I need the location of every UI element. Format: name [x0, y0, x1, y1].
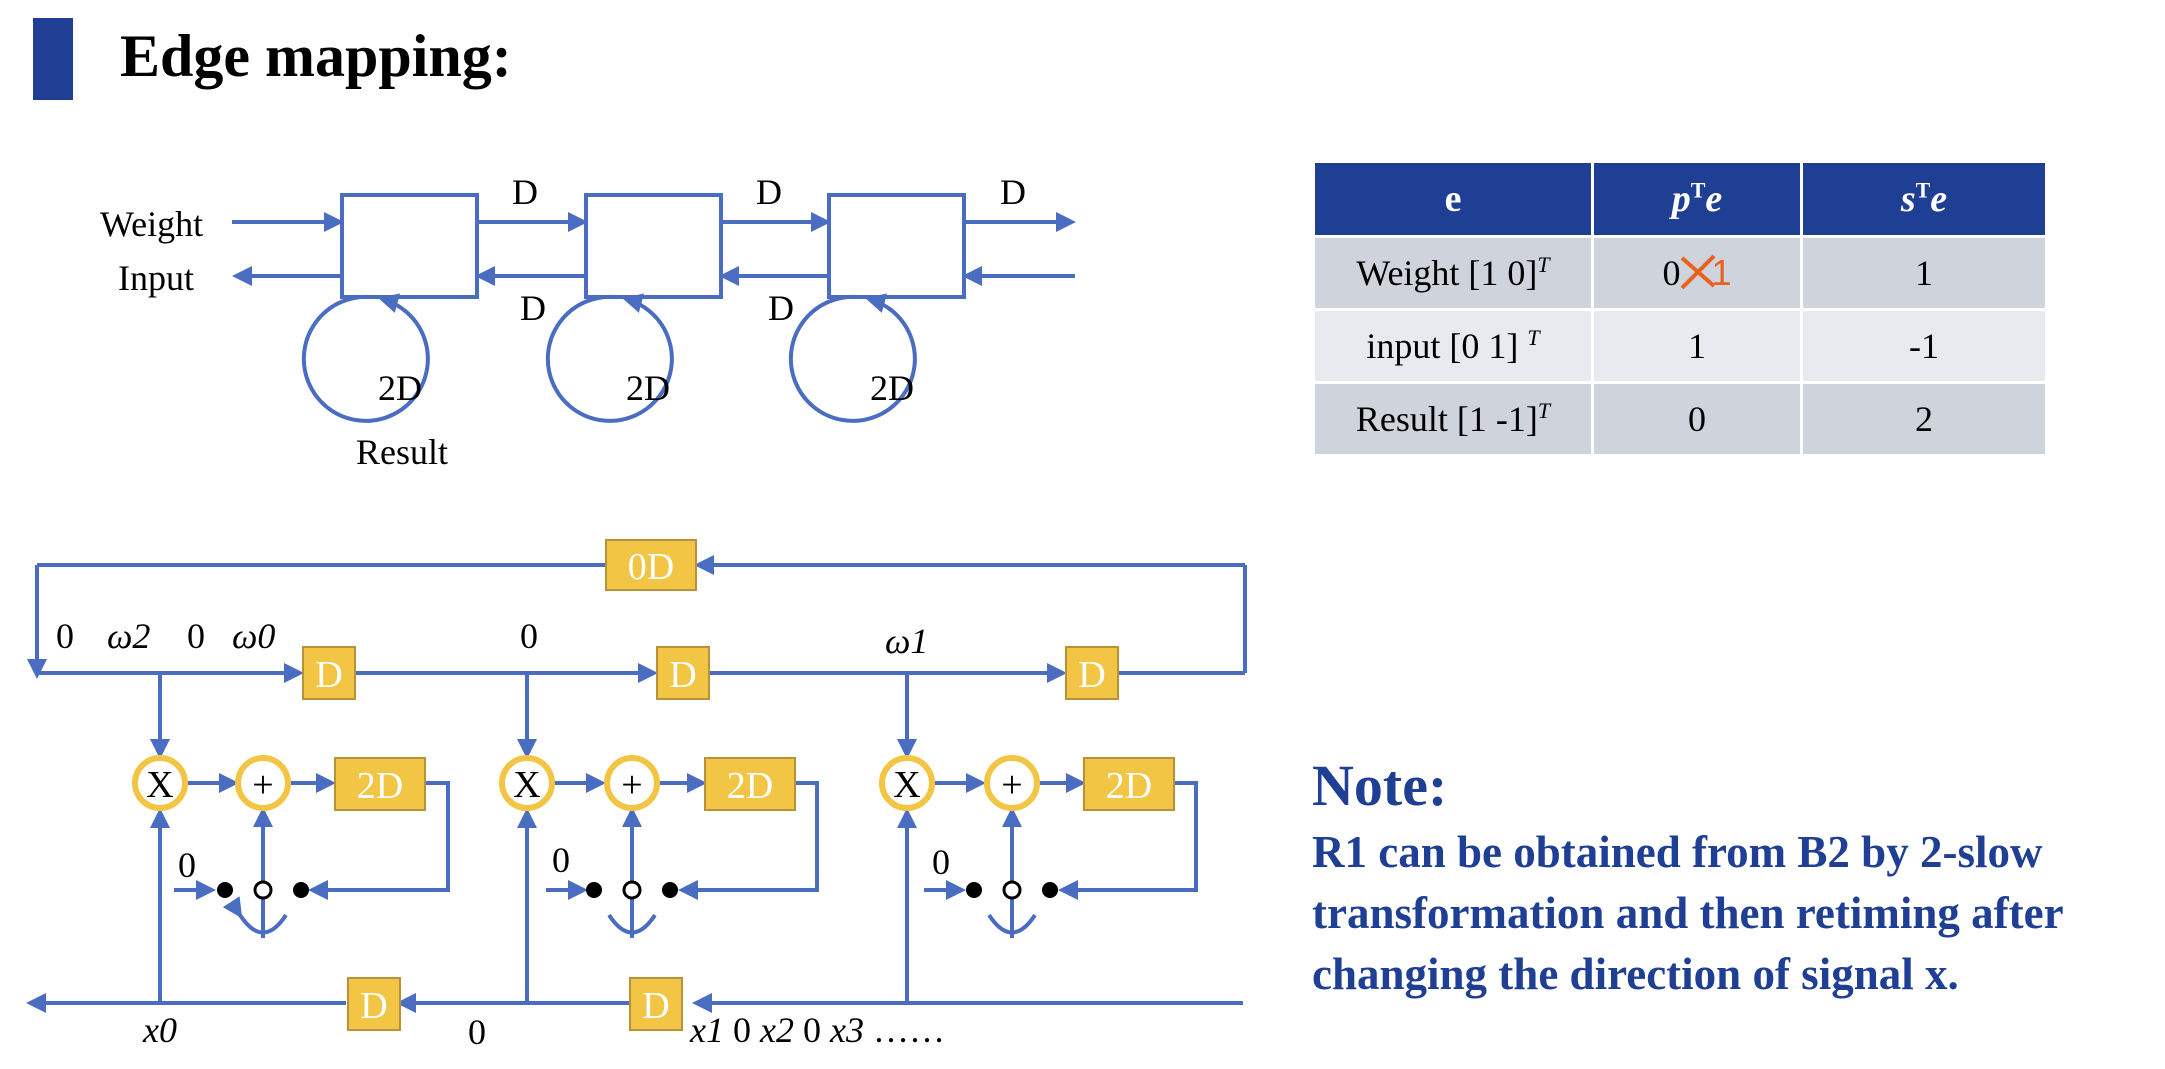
mult-symbol-1: X: [146, 764, 173, 806]
loop-label-2: 2D: [626, 368, 670, 408]
header-ste: sTe: [1800, 160, 2048, 238]
x-seq-5: x3: [829, 1010, 864, 1050]
table-row: Result [1 -1]T 0 2: [1312, 381, 2048, 457]
strike-x-mark: [1680, 254, 1716, 290]
delay-text-1: D: [315, 654, 342, 696]
delay-text-2: D: [669, 654, 696, 696]
x-delay-text-2: D: [642, 985, 669, 1027]
row-result-ste: 2: [1800, 381, 2048, 457]
table-row: Weight [1 0]T 0 1 1: [1312, 235, 2048, 311]
loop-delay-text-1: 2D: [357, 765, 403, 807]
row-weight-pte: 0 1: [1591, 235, 1803, 311]
omega1-label: ω1: [885, 621, 928, 661]
row-input-e-text: input [0 1]: [1366, 326, 1519, 366]
pe-box-2: [584, 193, 723, 299]
feedback-delay-text: 0D: [628, 546, 674, 588]
row-weight-ste: 1: [1800, 235, 2048, 311]
loop-delay-text-2: 2D: [727, 765, 773, 807]
header-e: e: [1312, 160, 1594, 238]
zero-label-3: 0: [932, 842, 950, 882]
note-body: R1 can be obtained from B2 by 2-slow tra…: [1312, 827, 2063, 999]
delay-box-3: [1065, 646, 1119, 700]
delay-label-3: D: [1000, 172, 1026, 212]
add-symbol-3: +: [1001, 764, 1022, 806]
x-seq-2: 0: [733, 1010, 751, 1050]
row-result-e: Result [1 -1]T: [1312, 381, 1594, 457]
weight-seq-omega2: ω2: [107, 616, 150, 656]
add-symbol-2: +: [621, 764, 642, 806]
delay-text-3: D: [1078, 654, 1105, 696]
mult-symbol-2: X: [513, 764, 540, 806]
adder-3: [984, 755, 1040, 811]
multiplier-1: [132, 755, 188, 811]
multiplier-2: [499, 755, 555, 811]
mult-symbol-3: X: [893, 764, 920, 806]
delay-box-1: [302, 646, 356, 700]
omega1-text: ω1: [885, 621, 928, 661]
row-result-e-text: Result [1 -1]: [1355, 399, 1538, 439]
x0-text: x0: [142, 1010, 177, 1050]
row-weight-pte-old: 0: [1662, 253, 1681, 293]
feedback-delay-box: [605, 539, 697, 591]
weight-seq-2: 0: [187, 616, 205, 656]
row-input-sup: T: [1527, 325, 1540, 350]
header-pte: pTe: [1591, 160, 1803, 238]
zero-label-2: 0: [552, 840, 570, 880]
pe-box-1: [340, 193, 479, 299]
edge-mapping-table: e pTe sTe Weight [1 0]T 0 1 1 input [0 1…: [1312, 160, 2048, 457]
add-symbol-1: +: [252, 764, 273, 806]
table-row: input [0 1] T 1 -1: [1312, 308, 2048, 384]
weight-seq-0: 0: [56, 616, 74, 656]
title-accent-bar: [33, 18, 73, 100]
input-label: Input: [118, 258, 194, 298]
delay-label-4: D: [520, 288, 546, 328]
delay-label-2: D: [756, 172, 782, 212]
adder-2: [604, 755, 660, 811]
x-delay-box-2: [629, 977, 683, 1031]
x-seq-6: ……: [873, 1010, 945, 1050]
adder-1: [235, 755, 291, 811]
bottom-circuit-diagram: [26, 555, 1247, 1013]
x-delay-box-1: [347, 977, 401, 1031]
weight-seq-omega2-text: ω2: [107, 616, 150, 656]
note-heading: Note:: [1312, 753, 1448, 818]
result-label: Result: [356, 432, 448, 472]
x-seq-label: x1 0 x2 0 x3 ……: [689, 1010, 945, 1050]
weight-seq-omega0-text: ω0: [232, 616, 275, 656]
row-input-ste: -1: [1800, 308, 2048, 384]
loop-delay-box-1: [334, 757, 426, 811]
bottom-zero-label: 0: [468, 1012, 486, 1052]
delay-box-2: [656, 646, 710, 700]
mid-zero-label: 0: [520, 616, 538, 656]
loop-delay-box-2: [704, 757, 796, 811]
table-header-row: e pTe sTe: [1312, 160, 2048, 238]
pe-box-3: [827, 193, 966, 299]
loop-delay-box-3: [1083, 757, 1175, 811]
multiplier-3: [879, 755, 935, 811]
row-weight-e: Weight [1 0]T: [1312, 235, 1594, 311]
delay-label-5: D: [768, 288, 794, 328]
row-result-pte: 0: [1591, 381, 1803, 457]
row-input-e: input [0 1] T: [1312, 308, 1594, 384]
row-weight-sup: T: [1537, 252, 1550, 277]
loop-label-1: 2D: [378, 368, 422, 408]
row-weight-pte-new: 1: [1711, 252, 1732, 293]
page-title: Edge mapping:: [120, 23, 512, 89]
row-input-pte: 1: [1591, 308, 1803, 384]
x-seq-3: x2: [759, 1010, 794, 1050]
delay-label-1: D: [512, 172, 538, 212]
row-result-sup: T: [1537, 398, 1551, 423]
x-seq-1: x1: [689, 1010, 724, 1050]
zero-label-1: 0: [178, 845, 196, 885]
weight-label: Weight: [100, 204, 203, 244]
x0-label: x0: [142, 1010, 177, 1050]
weight-seq-omega0: ω0: [232, 616, 275, 656]
loop-label-3: 2D: [870, 368, 914, 408]
x-delay-text-1: D: [360, 985, 387, 1027]
loop-delay-text-3: 2D: [1106, 765, 1152, 807]
row-weight-e-text: Weight [1 0]: [1356, 253, 1538, 293]
x-seq-4: 0: [803, 1010, 821, 1050]
